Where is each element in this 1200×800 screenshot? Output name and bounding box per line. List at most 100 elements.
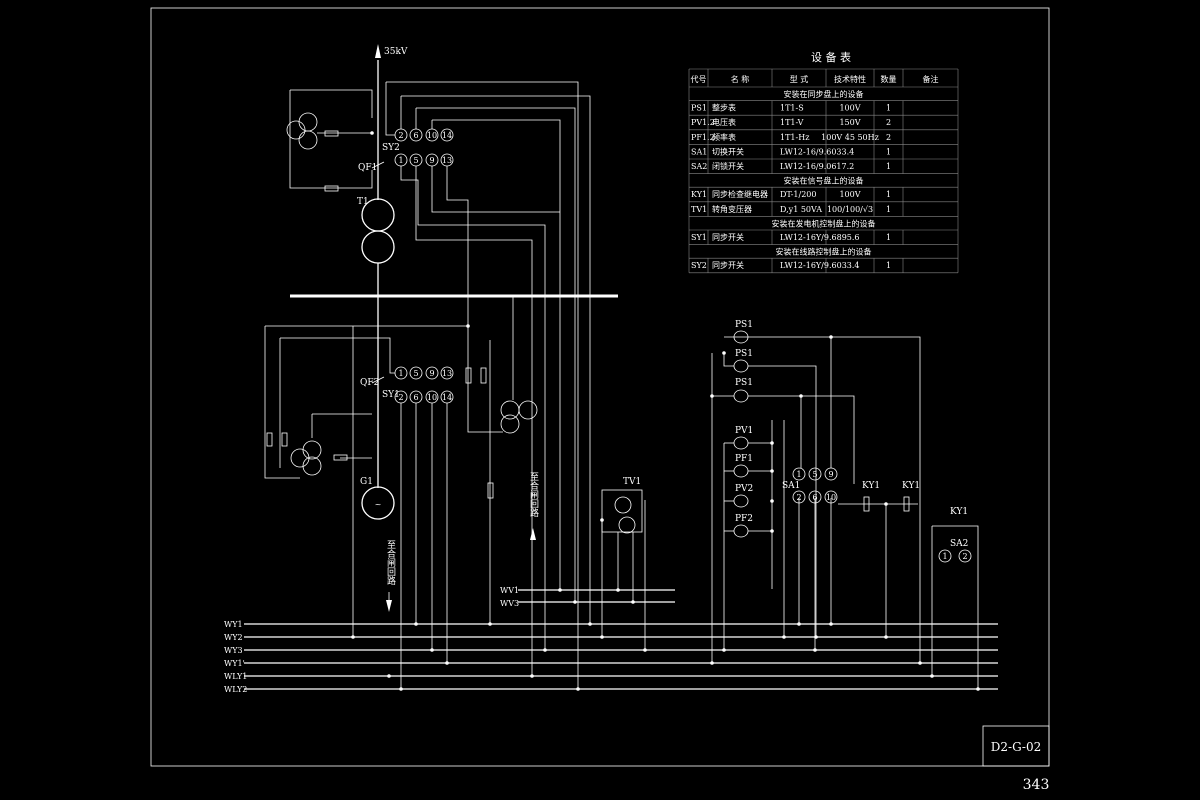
table-cell: 1 [886, 233, 891, 242]
label-ky1-a: KY1 [862, 481, 880, 491]
table-cell: SY1 [691, 233, 707, 242]
page-number: 343 [1023, 777, 1050, 793]
sy1-contacts [394, 366, 454, 404]
pf2-meter [733, 524, 749, 538]
table-cell: 同步检查继电器 [712, 189, 768, 199]
sy2-contact-13: 13 [442, 156, 452, 165]
table-cell: KY1 [691, 190, 707, 199]
table-cell: LW12-16/9.6033.4 [780, 147, 854, 156]
sa1-contact-6: 6 [812, 493, 817, 502]
pt-lower-2 [302, 440, 322, 460]
table-section-heading: 安装在发电机控制盘上的设备 [772, 218, 876, 228]
junction-dot [576, 687, 580, 691]
table-title: 设 备 表 [811, 50, 851, 64]
label-35kv: 35kV [384, 47, 408, 57]
g1-generator [361, 486, 395, 520]
t1-winding-2 [361, 230, 395, 264]
pt-mid-1 [500, 400, 520, 420]
table-cell: 1 [886, 104, 891, 113]
junction-dot [770, 499, 774, 503]
label-g1: G1 [360, 477, 373, 487]
table-cell: SA2 [691, 162, 707, 171]
table-cell: SY2 [691, 261, 707, 270]
sy1-wiring [264, 325, 468, 690]
table-cell: 同步开关 [712, 232, 744, 242]
fuse-mid-2 [480, 367, 487, 384]
junction-dot [813, 648, 817, 652]
junction-dot [710, 661, 714, 665]
qf2-symbol [371, 376, 385, 384]
table-header-cell: 型 式 [790, 74, 809, 84]
sy2-contact-6: 6 [413, 131, 418, 140]
junction-dot [558, 588, 562, 592]
sa1-contacts [792, 467, 838, 504]
fuse-lower-3 [333, 454, 348, 461]
sy2-contact-2: 2 [398, 131, 403, 140]
sy1-contact-1: 1 [398, 369, 403, 378]
sy2-contact-14: 14 [442, 131, 452, 140]
title-block-box [982, 725, 1050, 767]
table-cell: 2 [886, 133, 891, 142]
label-ky1-c: KY1 [950, 507, 968, 517]
table-cell: SA1 [691, 147, 707, 156]
pv1-meter [733, 436, 749, 450]
table-cell: 1T1-V [780, 118, 804, 127]
tv1-wiring [601, 500, 646, 650]
pt-mid-lead-1 [467, 326, 503, 433]
label-pv2: PV2 [735, 484, 753, 494]
junction-dot [976, 687, 980, 691]
pt-upper-3 [298, 130, 318, 150]
sy1-contact-9: 9 [429, 369, 434, 378]
label-ky1-b: KY1 [902, 481, 920, 491]
label-to-closing-2: 至合闸回路 [528, 472, 539, 518]
junction-dot [884, 635, 888, 639]
junction-dot [445, 661, 449, 665]
label-pv1: PV1 [735, 426, 753, 436]
label-bus-wy2: WY2 [224, 633, 243, 642]
junction-dot [616, 588, 620, 592]
junction-dot [543, 648, 547, 652]
label-bus-wy1: WY1 [224, 620, 243, 629]
fuse-mid-3 [487, 482, 494, 499]
table-cell: 频率表 [712, 132, 736, 142]
label-qf1: QF1 [358, 163, 377, 173]
table-section-heading: 安装在线路控制盘上的设备 [776, 247, 872, 257]
pt-lower-1 [290, 448, 310, 468]
junction-dot [488, 622, 492, 626]
table-cell: 1 [886, 261, 891, 270]
label-ps1-top: PS1 [735, 320, 753, 330]
junction-dot [573, 600, 577, 604]
junction-dot [600, 518, 604, 522]
sy1-contact-6: 6 [413, 393, 418, 402]
table-cell: PV1.2 [691, 118, 715, 127]
junction-dot [930, 674, 934, 678]
table-cell: D,y1 50VA [780, 205, 822, 214]
table-cell: 1T1-S [780, 104, 804, 113]
table-cell: 切换开关 [712, 146, 744, 156]
junction-dot [782, 635, 786, 639]
junction-dots [351, 131, 980, 691]
sa1-contact-9: 9 [828, 470, 833, 479]
sa1-contact-10: 10 [826, 493, 836, 502]
junction-dot [710, 394, 714, 398]
table-cell: 同步开关 [712, 260, 744, 270]
sa1-contact-2: 2 [796, 493, 801, 502]
table-cell: 整步表 [712, 103, 736, 113]
label-sa1: SA1 [782, 481, 800, 491]
label-sy1: SY1 [382, 390, 400, 400]
label-ps1-mid: PS1 [735, 349, 753, 359]
table-cell: LW12-16Y/9.6895.6 [780, 233, 860, 242]
table-cell: LW12-16/9.0617.2 [780, 162, 854, 171]
junction-dot [797, 622, 801, 626]
sa2-contact-1: 1 [942, 552, 947, 561]
tv1-coil-1 [614, 496, 632, 514]
sy2-wiring [385, 81, 591, 690]
junction-dot [530, 674, 534, 678]
table-section-heading: 安装在信号盘上的设备 [784, 176, 864, 186]
table-cell: 100V 45 50Hz [821, 133, 879, 142]
arrowhead-closing-2 [530, 528, 536, 540]
fuse-lower-1 [266, 432, 273, 447]
table-cell: PS1 [691, 104, 707, 113]
sa1-contact-1: 1 [796, 470, 801, 479]
table-cell: DT-1/200 [780, 190, 816, 199]
